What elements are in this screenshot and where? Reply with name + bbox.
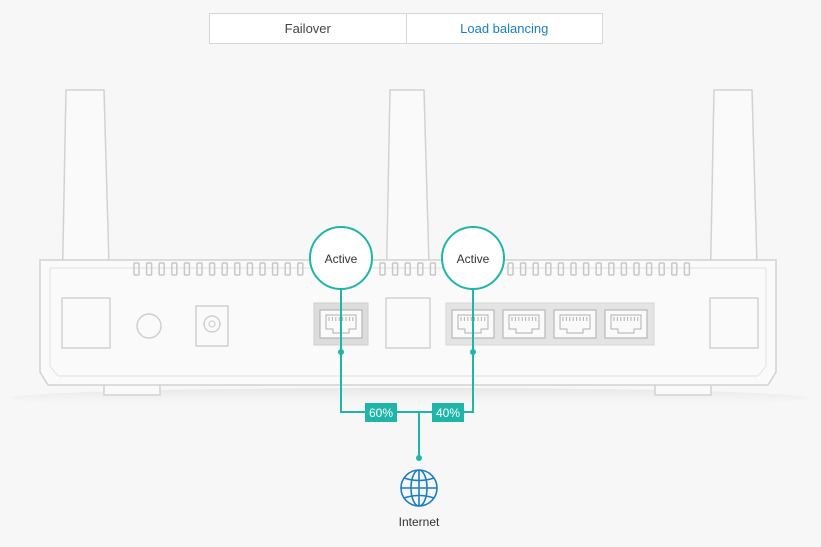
vent-slots — [133, 262, 691, 276]
lan-dot — [470, 349, 476, 355]
split-right-label: 40% — [436, 406, 460, 420]
vent-slot — [608, 262, 615, 276]
vent-slot — [582, 262, 590, 276]
split-left-label: 60% — [369, 406, 393, 420]
lan-status-label: Active — [457, 252, 490, 266]
mode-tabs: Failover Load balancing — [209, 13, 603, 44]
antenna-base-center — [385, 297, 431, 349]
vent-slot — [545, 262, 552, 276]
lan-active-bubble: Active — [441, 226, 505, 290]
tab-failover[interactable]: Failover — [284, 21, 331, 36]
globe-icon — [400, 469, 438, 507]
vent-slot — [246, 262, 254, 276]
ethernet-port — [553, 309, 597, 339]
ethernet-port — [502, 309, 546, 339]
vent-slot — [658, 262, 665, 276]
floor-shadow — [10, 388, 810, 408]
vent-slot — [234, 262, 241, 276]
wan-active-bubble: Active — [309, 226, 373, 290]
vent-slot — [391, 262, 399, 276]
vent-slot — [557, 262, 565, 276]
vent-slot — [271, 262, 279, 276]
vent-slot — [145, 262, 153, 276]
power-button — [136, 313, 162, 339]
split-right-badge: 40% — [432, 403, 464, 422]
vent-slot — [519, 262, 527, 276]
vent-slot — [171, 262, 178, 276]
vent-slot — [633, 262, 640, 276]
vent-slot — [570, 262, 577, 276]
vent-slot — [507, 262, 514, 276]
internet-label: Internet — [399, 515, 440, 529]
vent-slot — [671, 262, 678, 276]
wan-status-label: Active — [325, 252, 358, 266]
vent-slot — [196, 262, 203, 276]
antenna-bases — [61, 297, 759, 349]
lan-ports — [451, 309, 648, 339]
vent-slot — [620, 262, 628, 276]
vent-slot — [221, 262, 228, 276]
vent-slot — [645, 262, 653, 276]
antenna-base-left — [61, 297, 111, 349]
vent-slot — [404, 262, 411, 276]
vent-slot — [683, 262, 691, 276]
vent-slot — [284, 262, 291, 276]
vent-slot — [595, 262, 602, 276]
antenna-base-right — [709, 297, 759, 349]
connection-lines — [340, 290, 474, 458]
vent-slot — [532, 262, 539, 276]
vent-slot — [417, 262, 424, 276]
vent-slot — [297, 262, 304, 276]
wan-dot — [338, 349, 344, 355]
vent-slot — [379, 262, 386, 276]
vent-slot — [429, 262, 437, 276]
lan-line — [464, 290, 474, 413]
antennas — [61, 89, 759, 301]
vent-slot — [259, 262, 266, 276]
vent-slot — [133, 262, 140, 276]
ethernet-port — [604, 309, 648, 339]
vent-slot — [158, 262, 165, 276]
dc-jack — [195, 305, 229, 347]
vent-slot — [183, 262, 191, 276]
tab-load-balancing[interactable]: Load balancing — [405, 14, 603, 43]
split-left-badge: 60% — [365, 403, 397, 422]
wan-line — [340, 290, 366, 413]
vent-slot — [208, 262, 216, 276]
internet-dot — [416, 455, 422, 461]
